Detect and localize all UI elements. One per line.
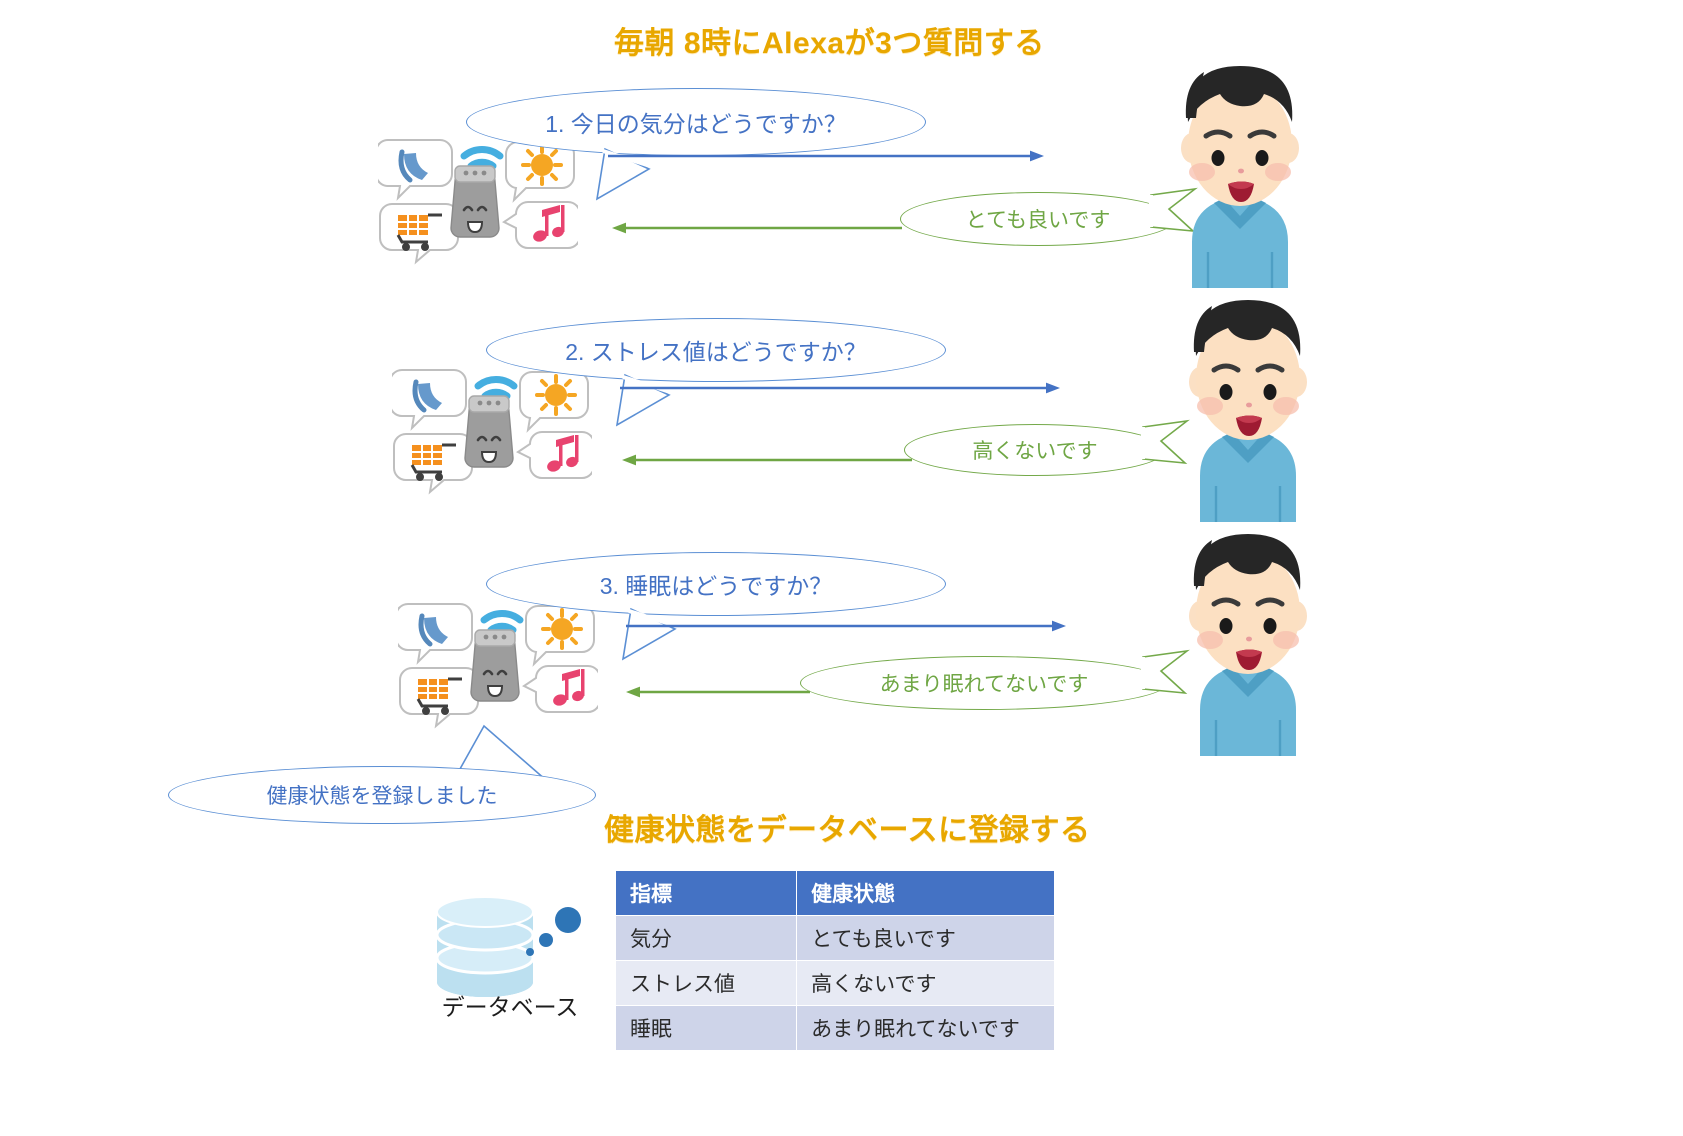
answer-text-1: とても良いです	[965, 209, 1111, 232]
person-avatar-2	[1148, 286, 1348, 522]
speaker-body	[464, 395, 514, 468]
shopping-cart-icon	[393, 433, 473, 495]
question-arrow-3	[626, 620, 1066, 632]
answer-text-2: 高くないです	[972, 440, 1098, 463]
phone-icon	[389, 369, 467, 431]
answer-bubble-1: とても良いです	[900, 187, 1198, 246]
music-note-icon	[502, 201, 581, 249]
table-cell-metric: ストレス値	[614, 960, 798, 1006]
answer-arrow-1	[612, 222, 902, 234]
phone-icon	[375, 139, 453, 201]
table-header-status: 健康状態	[796, 870, 1055, 916]
smart-speaker-icon	[395, 603, 601, 729]
shopping-cart-icon	[399, 667, 479, 729]
sun-icon	[504, 141, 575, 203]
table-row: 睡眠 あまり眠れてないです	[614, 1005, 1055, 1051]
table-cell-metric: 睡眠	[614, 1005, 798, 1051]
question-arrow-1	[608, 150, 1044, 162]
answer-arrow-3	[626, 686, 810, 698]
table-cell-metric: 気分	[614, 915, 798, 961]
table-header-metric: 指標	[614, 870, 798, 916]
person-avatar-3	[1148, 520, 1348, 756]
shopping-cart-icon	[379, 203, 459, 265]
table-header-row: 指標 健康状態	[614, 870, 1055, 916]
register-bubble: 健康状態を登録しました	[168, 766, 596, 824]
person-avatar-1	[1140, 52, 1340, 288]
table-cell-status: 高くないです	[796, 960, 1055, 1006]
table-cell-status: とても良いです	[796, 915, 1055, 961]
sun-icon	[524, 605, 595, 667]
question-text-1: 1. 今日の気分はどうですか？	[545, 111, 847, 137]
smart-speaker-icon	[389, 369, 595, 495]
smart-speaker-group-2	[389, 362, 595, 500]
question-text-3: 3. 睡眠はどうですか？	[599, 573, 833, 599]
speaker-body	[470, 629, 520, 702]
top-section-title: 毎朝 8時にAlexaが3つ質問する	[614, 27, 1045, 60]
answer-bubble-3: あまり眠れてないです	[800, 649, 1190, 710]
health-status-table: 指標 健康状態 気分 とても良いです ストレス値 高くないです 睡眠 あまり眠れ…	[614, 870, 1055, 1051]
database-cylinder-icon	[435, 896, 581, 997]
smart-speaker-icon	[375, 139, 581, 265]
question-bubble-2: 2. ストレス値はどうですか？	[486, 318, 946, 427]
register-bubble-text: 健康状態を登録しました	[266, 785, 498, 808]
table-row: ストレス値 高くないです	[614, 960, 1055, 1006]
answer-arrow-2	[622, 454, 912, 466]
question-arrow-2	[620, 382, 1060, 394]
smart-speaker-group-1	[375, 132, 581, 270]
music-note-icon	[522, 665, 601, 713]
smart-speaker-group-3	[395, 596, 601, 734]
question-text-2: 2. ストレス値はどうですか？	[565, 339, 867, 365]
answer-bubble-2: 高くないです	[904, 419, 1190, 476]
phone-icon	[395, 603, 473, 665]
question-bubble-3: 3. 睡眠はどうですか？	[486, 552, 946, 661]
table-row: 気分 とても良いです	[614, 915, 1055, 961]
database-icon-group	[420, 890, 600, 1000]
speaker-body	[450, 165, 500, 238]
music-note-icon	[516, 431, 595, 479]
table-cell-status: あまり眠れてないです	[796, 1005, 1055, 1051]
bottom-section-title: 健康状態をデータベースに登録する	[604, 814, 1091, 847]
sun-icon	[518, 371, 589, 433]
database-label: データベース	[441, 994, 579, 1020]
answer-text-3: あまり眠れてないです	[879, 673, 1089, 696]
